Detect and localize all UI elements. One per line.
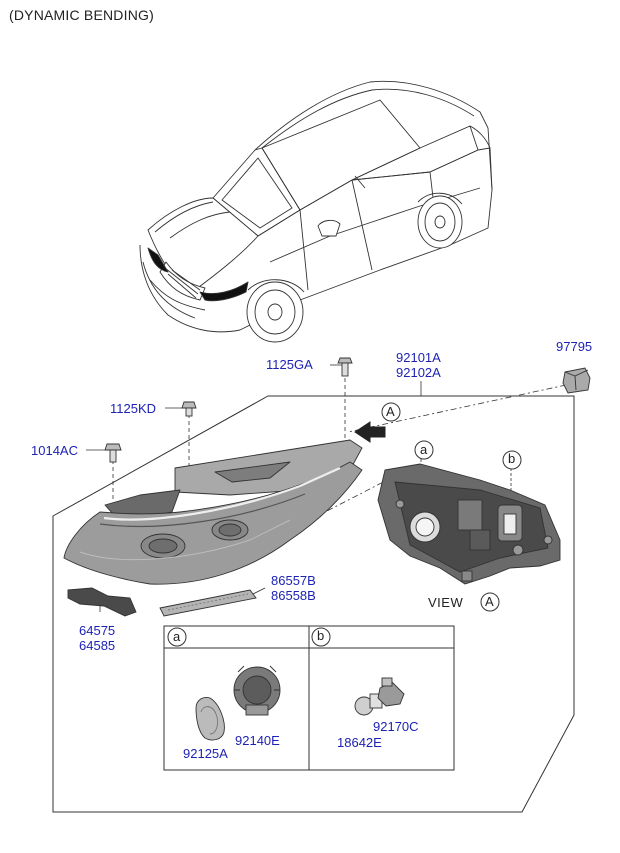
callout-A-top: A bbox=[386, 404, 396, 419]
callout-b-table: b bbox=[317, 628, 325, 643]
car-illustration bbox=[139, 80, 493, 343]
bolt-1125KD bbox=[181, 401, 197, 417]
part-label-86557B[interactable]: 86557B bbox=[271, 573, 316, 588]
view-arrow bbox=[354, 421, 386, 443]
bolt-1125GA bbox=[337, 357, 353, 377]
part-92170C-socket bbox=[377, 677, 405, 707]
callout-b-view: b bbox=[508, 451, 516, 466]
part-label-92140E[interactable]: 92140E bbox=[235, 733, 280, 748]
part-92125A-cap bbox=[195, 697, 225, 741]
part-label-64575[interactable]: 64575 bbox=[79, 623, 116, 638]
part-label-97795[interactable]: 97795 bbox=[556, 339, 593, 354]
part-label-92101A[interactable]: 92101A bbox=[396, 350, 441, 365]
part-label-1125GA[interactable]: 1125GA bbox=[266, 357, 313, 372]
part-label-1125KD[interactable]: 1125KD bbox=[110, 401, 157, 416]
part-97795-connector bbox=[562, 367, 591, 394]
headlamp-rear-view bbox=[377, 463, 561, 585]
callouts bbox=[167, 402, 522, 647]
callout-a-view: a bbox=[420, 442, 428, 457]
callout-A-view: A bbox=[485, 594, 495, 609]
screw-1014AC bbox=[104, 443, 122, 463]
part-label-18642E[interactable]: 18642E bbox=[337, 735, 382, 750]
part-label-86558B[interactable]: 86558B bbox=[271, 588, 316, 603]
part-86557B-bar bbox=[159, 589, 257, 617]
bulb-table bbox=[163, 625, 455, 771]
part-64575-bracket bbox=[67, 587, 137, 617]
main-frame bbox=[52, 395, 575, 813]
part-label-92170C[interactable]: 92170C bbox=[373, 719, 419, 734]
part-label-92102A[interactable]: 92102A bbox=[396, 365, 441, 380]
fasteners bbox=[104, 357, 353, 463]
part-label-1014AC[interactable]: 1014AC bbox=[31, 443, 78, 458]
part-label-64585[interactable]: 64585 bbox=[79, 638, 116, 653]
part-92140E-bulb bbox=[233, 665, 281, 716]
part-label-92125A[interactable]: 92125A bbox=[183, 746, 228, 761]
callout-a-table: a bbox=[173, 629, 181, 644]
view-label: VIEW bbox=[428, 595, 464, 610]
diagram-title: (DYNAMIC BENDING) bbox=[9, 7, 154, 23]
headlamp-assembly bbox=[63, 439, 363, 585]
